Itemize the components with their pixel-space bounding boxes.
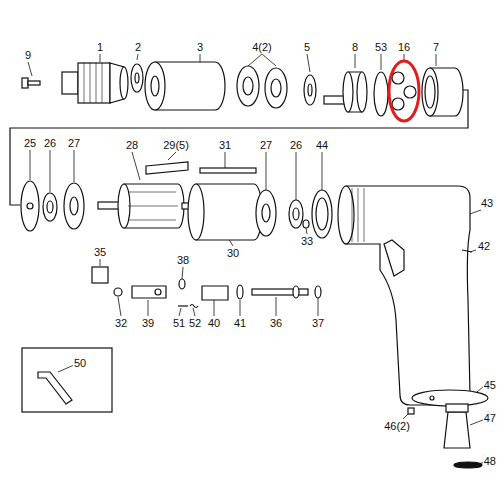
callout-number: 50 bbox=[73, 358, 87, 369]
callout-number: 38 bbox=[176, 255, 190, 266]
callout-number: 4(2) bbox=[251, 42, 273, 53]
callout-number: 28 bbox=[125, 140, 139, 151]
callout-number: 51 bbox=[172, 318, 186, 329]
callout-number: 48 bbox=[483, 456, 497, 467]
callout-number: 25 bbox=[23, 138, 37, 149]
callout-number: 5 bbox=[303, 42, 311, 53]
callout-number: 8 bbox=[351, 42, 359, 53]
callout-number: 2 bbox=[134, 42, 142, 53]
callout-number: 43 bbox=[480, 198, 494, 209]
callout-number: 47 bbox=[483, 413, 497, 424]
callout-number: 46(2) bbox=[383, 421, 411, 432]
callout-number: 36 bbox=[269, 318, 283, 329]
callout-number: 40 bbox=[207, 318, 221, 329]
callout-number: 42 bbox=[477, 241, 491, 252]
callout-number: 26 bbox=[289, 140, 303, 151]
callout-number: 37 bbox=[311, 318, 325, 329]
callout-number: 53 bbox=[374, 42, 388, 53]
callout-number: 1 bbox=[96, 42, 104, 53]
callout-number: 7 bbox=[432, 42, 440, 53]
callout-number: 52 bbox=[188, 318, 202, 329]
callout-number: 26 bbox=[43, 138, 57, 149]
callout-number: 27 bbox=[259, 140, 273, 151]
callout-number: 44 bbox=[315, 140, 329, 151]
callout-number: 16 bbox=[397, 42, 411, 53]
callout-number: 27 bbox=[67, 138, 81, 149]
callout-number: 33 bbox=[300, 236, 314, 247]
callout-number: 35 bbox=[93, 247, 107, 258]
callout-number: 9 bbox=[24, 50, 32, 61]
callout-number: 3 bbox=[196, 42, 204, 53]
callout-number: 32 bbox=[114, 318, 128, 329]
callout-number: 30 bbox=[226, 248, 240, 259]
callout-number: 45 bbox=[483, 380, 497, 391]
callout-number: 39 bbox=[141, 318, 155, 329]
callout-number: 29(5) bbox=[162, 140, 190, 151]
callout-number: 41 bbox=[233, 318, 247, 329]
callout-number: 31 bbox=[218, 140, 232, 151]
